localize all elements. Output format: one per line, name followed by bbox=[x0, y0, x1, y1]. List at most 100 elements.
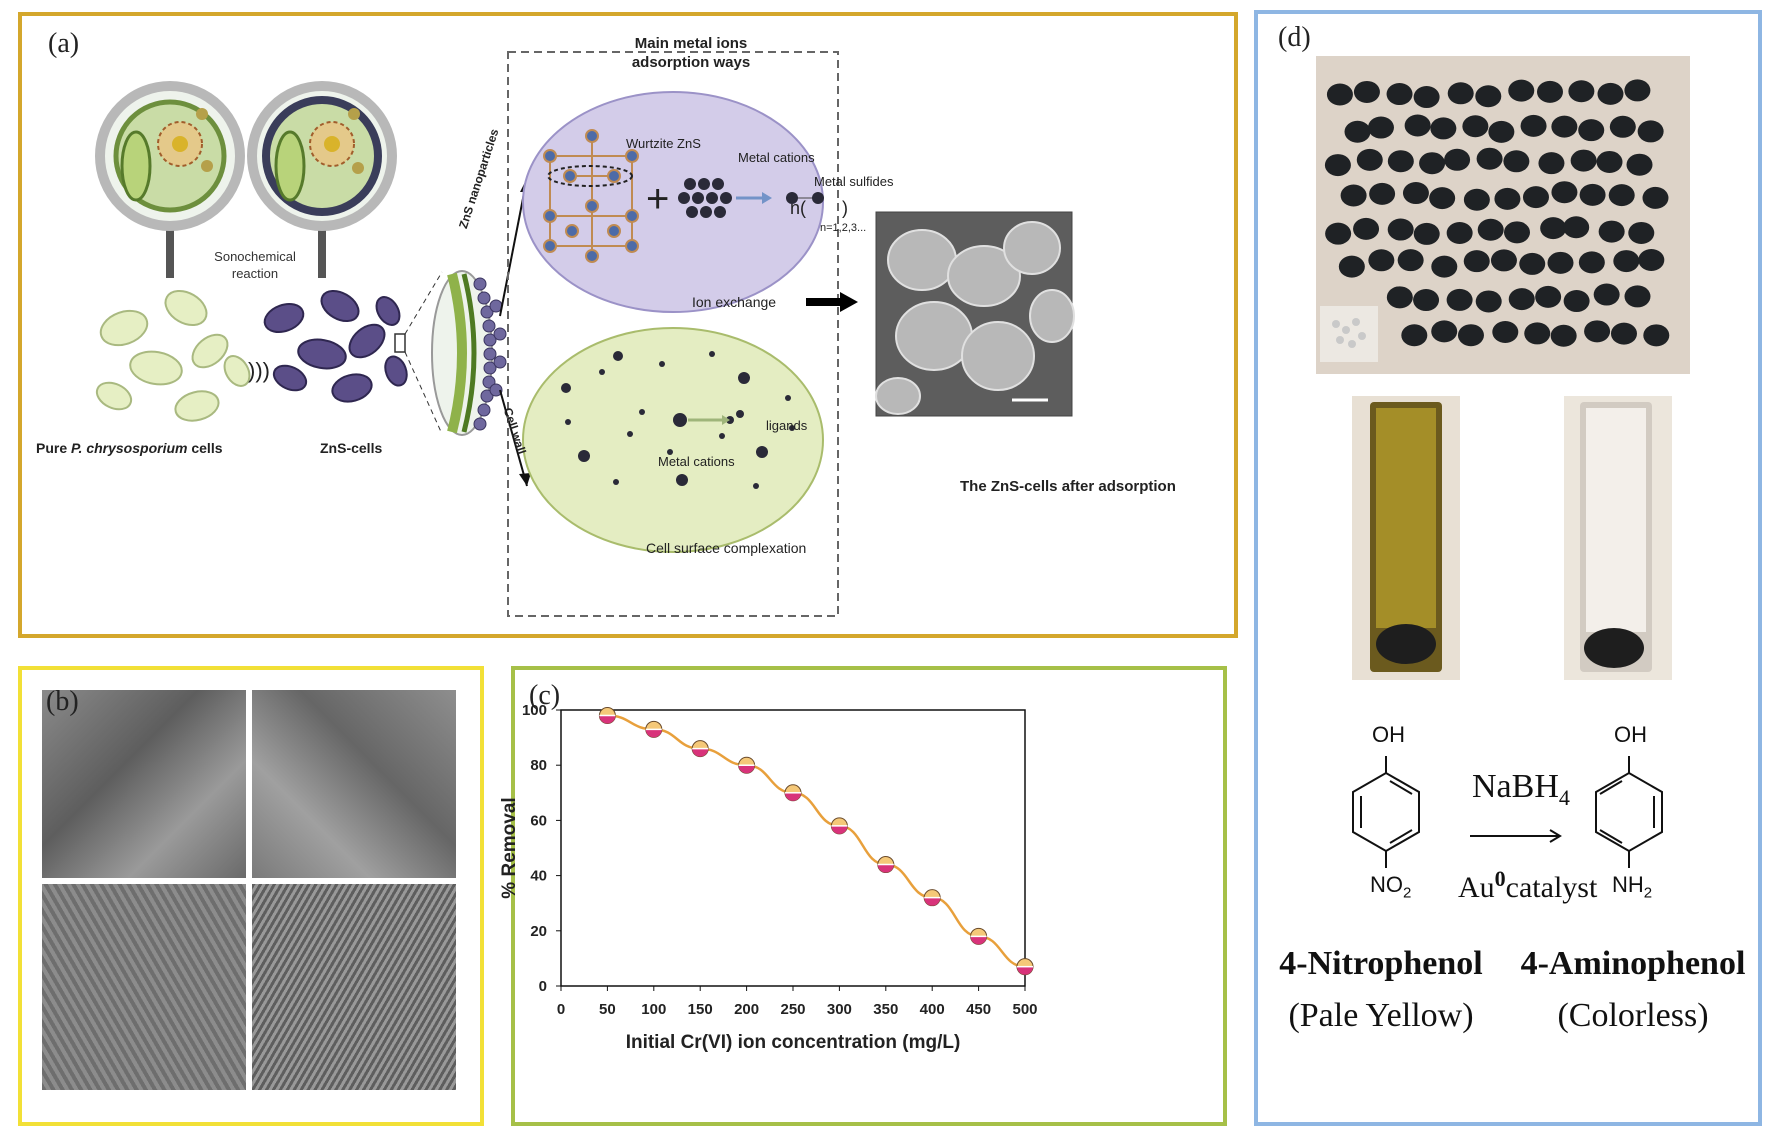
n-formula-close: ) bbox=[842, 198, 848, 218]
x-tick-label: 200 bbox=[734, 1001, 759, 1018]
after-adsorption-caption: The ZnS-cells after adsorption bbox=[960, 478, 1176, 495]
data-point-lower-half bbox=[924, 897, 941, 906]
catalyst-bead bbox=[1419, 152, 1446, 175]
catalyst-bead bbox=[1492, 320, 1519, 343]
wurtzite-lattice bbox=[543, 129, 639, 263]
right-nh2-label: NH2 bbox=[1612, 872, 1653, 902]
catalyst-bead bbox=[1494, 187, 1521, 210]
catalyst-bead bbox=[1387, 150, 1414, 173]
data-point-lower-half bbox=[645, 729, 662, 738]
panel-a: (a) bbox=[18, 12, 1238, 638]
aminophenol-ring-icon bbox=[1595, 756, 1663, 868]
panel-d-label: (d) bbox=[1278, 22, 1311, 53]
pure-cells bbox=[95, 289, 251, 422]
data-point-lower-half bbox=[1017, 966, 1033, 975]
x-tick-label: 400 bbox=[920, 1001, 945, 1018]
catalyst-bead bbox=[1550, 324, 1577, 347]
nitrophenol-ring-icon bbox=[1352, 756, 1420, 868]
sem-image-4 bbox=[252, 884, 456, 1090]
adsorption-box-title-1: Main metal ions bbox=[634, 35, 748, 52]
catalyst-bead bbox=[1508, 79, 1535, 102]
data-point-lower-half bbox=[831, 825, 848, 834]
catalyst-bead bbox=[1535, 285, 1562, 308]
panel-d-illustration bbox=[1316, 56, 1690, 868]
catalyst-bead bbox=[1643, 324, 1670, 347]
catalyst-bead bbox=[1353, 217, 1380, 240]
nitrophenol-name: 4-Nitrophenol bbox=[1279, 945, 1483, 982]
left-oh-label: OH bbox=[1372, 722, 1405, 747]
catalyst-bead bbox=[1397, 249, 1424, 272]
catalyst-bead bbox=[1446, 288, 1473, 311]
y-tick-label: 40 bbox=[530, 868, 547, 885]
metal-sulfides-label: Metal sulfides bbox=[814, 174, 894, 189]
reagent-label: NaBH4 bbox=[1472, 768, 1570, 810]
panel-a-illustration: ))) bbox=[95, 51, 1075, 617]
data-point-lower-half bbox=[970, 936, 987, 945]
catalyst-bead bbox=[1609, 115, 1636, 138]
left-no2-label: NO2 bbox=[1370, 872, 1412, 902]
metal-cations-bottom-label: Metal cations bbox=[658, 454, 735, 469]
zns-cell-lens bbox=[247, 81, 397, 278]
catalyst-bead bbox=[1446, 221, 1473, 244]
y-tick-label: 20 bbox=[530, 923, 547, 940]
x-tick-label: 150 bbox=[688, 1001, 713, 1018]
data-point-lower-half bbox=[877, 864, 894, 873]
x-tick-label: 50 bbox=[599, 1001, 616, 1018]
catalyst-bead bbox=[1475, 290, 1502, 313]
catalyst-bead bbox=[1356, 148, 1383, 171]
catalyst-bead bbox=[1563, 290, 1590, 313]
catalyst-bead bbox=[1551, 115, 1578, 138]
catalyst-bead bbox=[1413, 222, 1440, 245]
white-beads-inset bbox=[1320, 306, 1378, 362]
yellow-tube-beads bbox=[1376, 624, 1436, 664]
x-tick-label: 0 bbox=[557, 1001, 565, 1018]
catalyst-bead bbox=[1401, 324, 1428, 347]
catalyst-bead bbox=[1597, 82, 1624, 105]
catalyst-bead bbox=[1476, 147, 1503, 170]
adsorption-box-title-2: adsorption ways bbox=[631, 54, 751, 71]
catalyst-bead bbox=[1386, 286, 1413, 309]
catalyst-bead bbox=[1613, 250, 1640, 273]
catalyst-bead bbox=[1540, 217, 1567, 240]
series-line bbox=[607, 714, 1026, 968]
catalyst-bead bbox=[1324, 154, 1351, 177]
x-tick-label: 450 bbox=[966, 1001, 991, 1018]
scale-bar-label: 2μm bbox=[1108, 416, 1137, 432]
catalyst-bead bbox=[1626, 153, 1653, 176]
catalyst-bead bbox=[1457, 324, 1484, 347]
catalyst-bead bbox=[1431, 320, 1458, 343]
x-tick-label: 300 bbox=[827, 1001, 852, 1018]
catalyst-bead bbox=[1504, 221, 1531, 244]
catalyst-bead bbox=[1338, 255, 1365, 278]
catalyst-bead bbox=[1610, 322, 1637, 345]
sem-image-1 bbox=[42, 690, 246, 878]
catalyst-bead bbox=[1536, 80, 1563, 103]
data-point-lower-half bbox=[738, 765, 755, 774]
data-point-lower-half bbox=[785, 792, 801, 801]
catalyst-bead bbox=[1628, 221, 1655, 244]
catalyst-bead bbox=[1413, 86, 1440, 109]
beads-photo bbox=[1316, 56, 1690, 374]
catalyst-bead bbox=[1353, 80, 1380, 103]
catalyst-bead bbox=[1522, 186, 1549, 209]
catalyst-bead bbox=[1624, 285, 1651, 308]
catalyst-bead bbox=[1624, 79, 1651, 102]
catalyst-bead bbox=[1413, 289, 1440, 312]
catalyst-bead bbox=[1551, 181, 1578, 204]
svg-text:+: + bbox=[646, 177, 669, 221]
y-axis-label: % Removal bbox=[499, 797, 520, 898]
result-arrow-head-icon bbox=[840, 292, 858, 312]
x-tick-label: 250 bbox=[780, 1001, 805, 1018]
catalyst-bead bbox=[1368, 249, 1395, 272]
catalyst-bead bbox=[1447, 82, 1474, 105]
catalyst-bead bbox=[1519, 252, 1546, 275]
svg-text:))): ))) bbox=[248, 358, 270, 383]
catalyst-bead bbox=[1563, 216, 1590, 239]
right-oh-label: OH bbox=[1614, 722, 1647, 747]
pure-cells-caption: Pure P. chrysosporium cells bbox=[36, 440, 223, 456]
catalyst-bead bbox=[1463, 250, 1490, 273]
complexation-particles bbox=[561, 351, 795, 489]
catalyst-bead bbox=[1584, 320, 1611, 343]
catalyst-bead bbox=[1578, 119, 1605, 142]
